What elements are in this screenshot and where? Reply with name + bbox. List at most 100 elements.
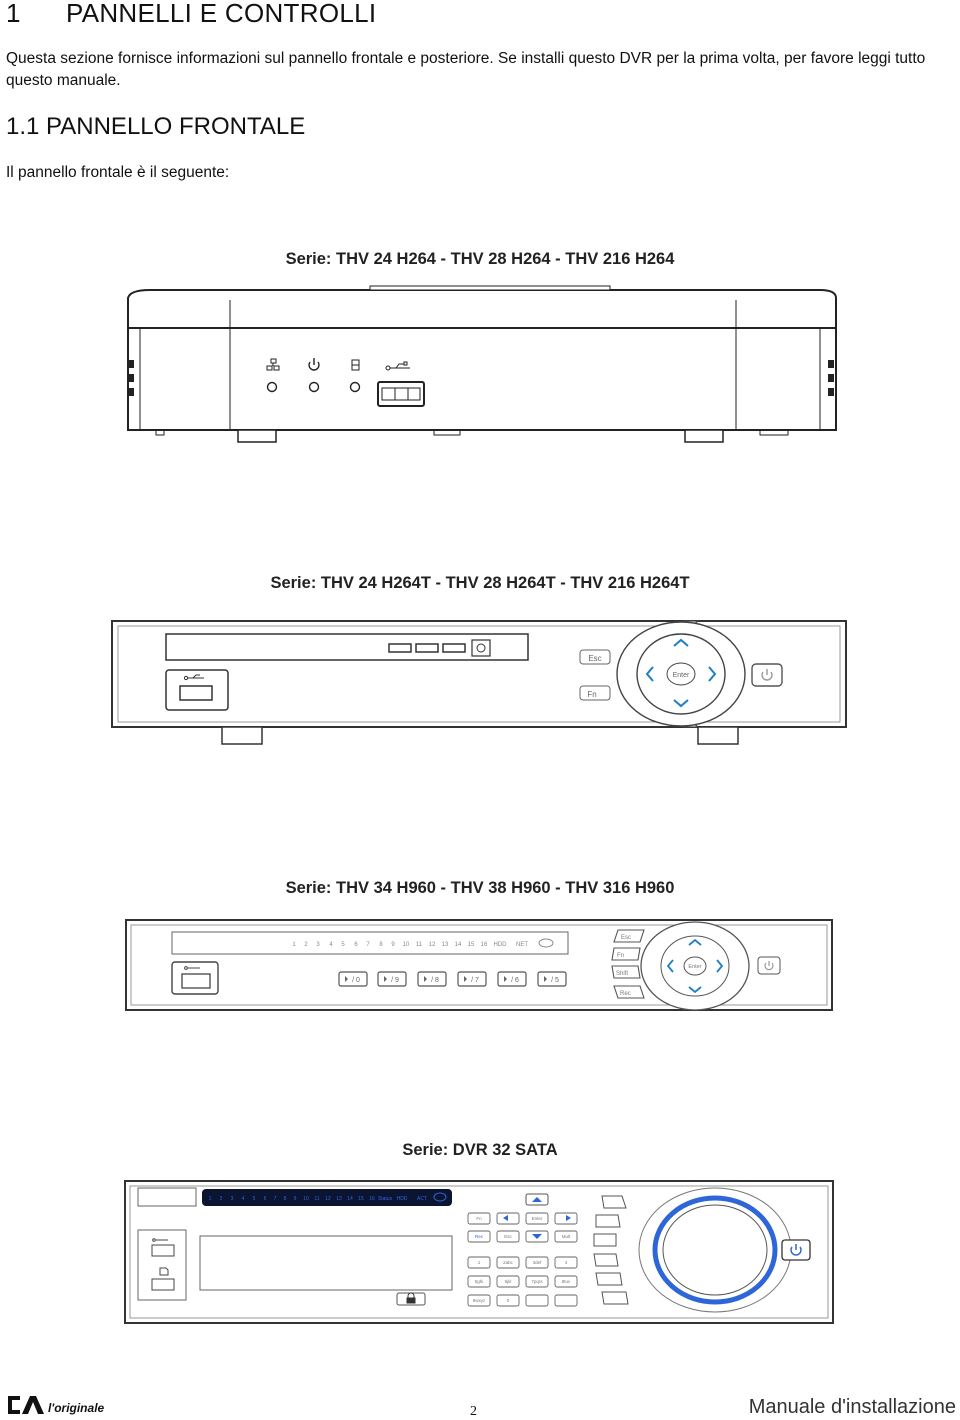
usb-port[interactable] [179,685,213,701]
status-led [266,381,278,393]
key-label: 6jkl [505,1279,512,1284]
transport-button[interactable] [417,971,447,987]
key-label: Esc [504,1234,512,1239]
playback-button[interactable] [595,1272,623,1286]
channel-label: 14 [347,1196,353,1202]
playback-button[interactable] [593,1253,619,1267]
usb-icon [184,966,200,970]
channel-label: NET [516,942,528,948]
caption-text: Il pannello frontale è il seguente: [6,164,230,181]
playback-button[interactable] [601,1291,629,1305]
digit-key[interactable] [525,1256,549,1269]
digit-key[interactable] [467,1275,491,1288]
channel-label: 4 [242,1196,245,1202]
key-label: Enter [532,1216,543,1221]
right-arrow-icon[interactable] [716,959,724,973]
transport-label: / 0 [352,977,360,984]
lock-icon [406,1292,416,1304]
usb-port[interactable] [181,973,211,989]
digit-key[interactable] [496,1275,520,1288]
card-slot[interactable] [151,1278,175,1291]
rec-button[interactable] [613,985,645,999]
section-number: 1 [6,0,21,28]
channel-label: 4 [329,942,333,948]
fn-button[interactable] [611,947,641,961]
esc-button[interactable] [613,929,645,943]
enter-button[interactable] [666,662,696,686]
channel-label: Status [378,1196,393,1202]
device-2-series: Serie: THV 24 H264T - THV 28 H264T - THV… [270,574,690,592]
playback-button[interactable] [595,1214,621,1228]
key-label: 4 [565,1260,568,1265]
key-label: 0 [507,1298,510,1303]
enter-label: Enter [688,964,701,970]
page-number: 2 [470,1404,477,1419]
channel-label: 8 [379,942,383,948]
down-arrow-icon [532,1234,542,1239]
digit-key[interactable] [467,1294,491,1307]
channel-label: 6 [354,942,358,948]
esc-label: Esc [621,935,631,941]
down-arrow-icon[interactable] [673,699,689,708]
section-title: PANNELLI E CONTROLLI [66,0,377,28]
channel-label: 6 [264,1196,267,1202]
ir-receiver-icon [538,938,554,948]
transport-button[interactable] [338,971,368,987]
channel-label: HDD [397,1196,408,1202]
up-arrow-icon[interactable] [673,638,689,647]
transport-label: / 8 [431,977,439,984]
channel-label: 14 [455,942,462,948]
ir-receiver-icon [433,1192,447,1202]
left-arrow-icon[interactable] [666,959,674,973]
playback-button[interactable] [601,1195,627,1209]
fn-button[interactable] [579,685,611,701]
left-arrow-icon[interactable] [645,666,654,682]
device-3-series: Serie: THV 34 H960 - THV 38 H960 - THV 3… [285,879,675,897]
manual-title: Manuale d'installazione [748,1396,956,1418]
channel-label: 12 [325,1196,331,1202]
channel-indicators: 1 2 3 4 5 6 7 8 9 10 11 12 13 14 15 16 H… [292,942,528,948]
digit-key[interactable] [554,1275,578,1288]
sd-card-icon [159,1267,169,1276]
prev-icon [345,976,348,982]
brand-logo: l'originale [8,1396,105,1415]
enter-key[interactable] [525,1212,549,1225]
right-arrow-icon[interactable] [708,666,717,682]
down-arrow-icon[interactable] [688,986,702,994]
logo-text: l'originale [48,1401,105,1415]
usb-port[interactable] [151,1244,175,1257]
key-label: Mult [562,1234,571,1239]
up-arrow-icon[interactable] [688,938,702,946]
digit-key[interactable] [525,1275,549,1288]
usb-port[interactable] [377,381,425,407]
jog-dial[interactable] [662,1204,768,1296]
transport-button[interactable] [537,971,567,987]
fn-key[interactable] [467,1212,491,1225]
mult-key[interactable] [554,1230,578,1243]
digit-key[interactable] [467,1256,491,1269]
enter-button[interactable] [683,956,707,976]
transport-button[interactable] [377,971,407,987]
digit-key[interactable] [496,1294,520,1307]
esc-button[interactable] [579,649,611,665]
forward-icon [424,976,427,982]
channel-label: 1 [292,942,296,948]
key-label: 3def [533,1260,543,1265]
playback-button[interactable] [593,1233,617,1247]
esc-key[interactable] [496,1230,520,1243]
transport-button[interactable] [497,971,527,987]
play-icon [384,976,387,982]
channel-label: 13 [442,942,449,948]
digit-key[interactable] [496,1256,520,1269]
digit-key[interactable] [554,1294,578,1307]
shift-button[interactable] [611,965,641,979]
transport-label: / 7 [471,977,479,984]
rec-key[interactable] [467,1230,491,1243]
right-arrow-icon [566,1215,571,1221]
transport-label: / 5 [551,977,559,984]
digit-key[interactable] [525,1294,549,1307]
transport-button[interactable] [457,971,487,987]
status-led [349,381,361,393]
channel-label: 2 [304,942,308,948]
digit-key[interactable] [554,1256,578,1269]
